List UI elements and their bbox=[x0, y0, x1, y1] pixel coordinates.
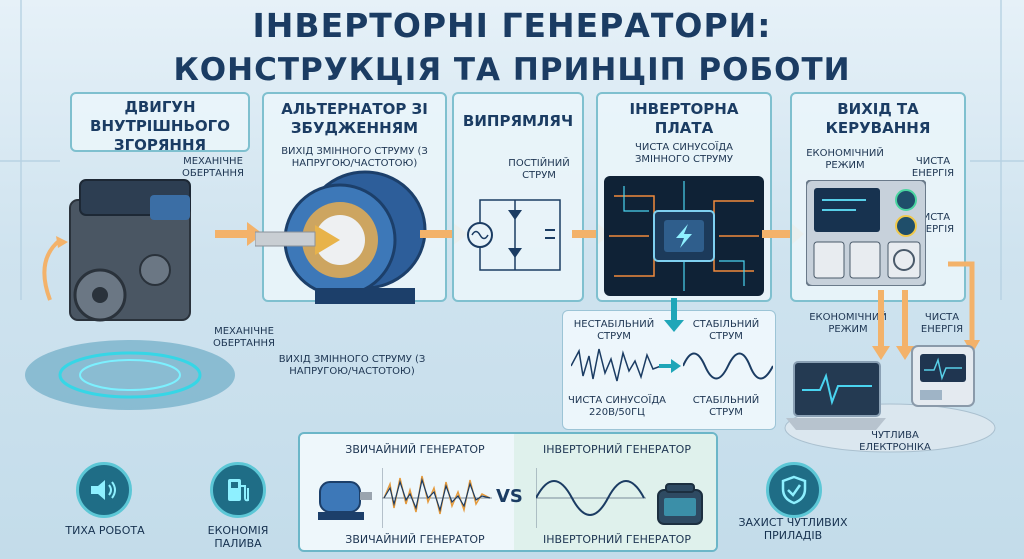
conventional-generator-icon bbox=[318, 481, 372, 520]
engine-rotation-label: МЕХАНІЧНЕ ОБЕРТАННЯ bbox=[181, 156, 245, 179]
rectifier-circuit bbox=[467, 199, 561, 271]
fuel-economy-label: ЕКОНОМІЯ ПАЛИВА bbox=[207, 524, 269, 550]
eco-mode-label: ЕКОНОМІЧНИЙ РЕЖИМ bbox=[806, 148, 884, 171]
inverter-chip bbox=[604, 176, 764, 296]
stable-wave bbox=[683, 352, 773, 380]
engine-rotation-label-2: МЕХАНІЧНЕ ОБЕРТАННЯ bbox=[212, 326, 276, 349]
inverter-panel: ІНВЕРТОРНА ПЛАТА ЧИСТА СИНУСОЇДА ЗМІННОГ… bbox=[596, 92, 772, 302]
vs-label: VS bbox=[496, 486, 523, 507]
bg-line bbox=[0, 160, 60, 162]
sensitive-electronics-label: ЧУТЛИВА ЕЛЕКТРОНІКА bbox=[859, 430, 931, 453]
device-protection-label: ЗАХИСТ ЧУТЛИВИХ ПРИЛАДІВ bbox=[738, 516, 848, 542]
stable-current-label: СТАБІЛЬНИЙ СТРУМ bbox=[692, 319, 760, 342]
alternator-title: АЛЬТЕРНАТОР ЗІ ЗБУДЖЕННЯМ bbox=[281, 100, 428, 137]
alternator-output-label: ВИХІД ЗМІННОГО СТРУМУ (З НАПРУГОЮ/ЧАСТОТ… bbox=[281, 146, 428, 169]
rectifier-panel: ВИПРЯМЛЯЧ ПОСТІЙНИЙ СТРУМ bbox=[452, 92, 584, 302]
comparison-box: ЗВИЧАЙНИЙ ГЕНЕРАТОР VS ЗВИЧАЙНИЙ ГЕНЕРАТ… bbox=[298, 432, 718, 552]
inverter-generator-icon bbox=[657, 483, 703, 525]
eco-mode-label-2: ЕКОНОМІЧНИЙ РЕЖИМ bbox=[809, 312, 887, 335]
rectifier-dc-label: ПОСТІЙНИЙ СТРУМ bbox=[508, 158, 570, 181]
page-title: ІНВЕРТОРНІ ГЕНЕРАТОРИ: bbox=[252, 6, 772, 45]
shield-check-icon bbox=[766, 462, 822, 518]
speaker-icon bbox=[76, 462, 132, 518]
output-panel: ВИХІД ТА КЕРУВАННЯ ЕКОНОМІЧНИЙ РЕЖИМ ЧИС… bbox=[790, 92, 966, 302]
clean-energy-label-3: ЧИСТА ЕНЕРГІЯ bbox=[920, 312, 964, 335]
bg-line bbox=[1000, 0, 1002, 300]
alternator-output-label-2: ВИХІД ЗМІННОГО СТРУМУ (З НАПРУГОЮ/ЧАСТОТ… bbox=[278, 354, 426, 377]
conventional-title: ЗВИЧАЙНИЙ ГЕНЕРАТОР bbox=[345, 443, 485, 456]
bg-line bbox=[970, 160, 1024, 162]
inverter-wave bbox=[536, 468, 646, 528]
sensitive-electronics-illustration bbox=[784, 345, 996, 453]
alternator-illustration bbox=[255, 170, 427, 304]
inverter-sine-label: ЧИСТА СИНУСОЇДА ЗМІННОГО СТРУМУ bbox=[635, 142, 733, 165]
stable-current-label-2: СТАБІЛЬНИЙ СТРУМ bbox=[692, 395, 760, 418]
control-panel-device bbox=[806, 180, 926, 286]
bg-line bbox=[20, 0, 22, 300]
inverter-title: ІНВЕРТОРНА ПЛАТА bbox=[629, 100, 739, 137]
output-title: ВИХІД ТА КЕРУВАННЯ bbox=[825, 100, 931, 137]
engine-illustration bbox=[25, 179, 235, 410]
rectifier-title: ВИПРЯМЛЯЧ bbox=[462, 112, 574, 130]
engine-panel: ДВИГУН ВНУТРІШНЬОГО ЗГОРЯННЯ bbox=[70, 92, 250, 154]
pure-sine-label: ЧИСТА СИНУСОЇДА 220В/50ГЦ bbox=[568, 395, 666, 418]
conventional-wave bbox=[382, 468, 492, 528]
inverter-gen-title-bottom: ІНВЕРТОРНИЙ ГЕНЕРАТОР bbox=[543, 533, 691, 546]
engine-title: ДВИГУН ВНУТРІШНЬОГО ЗГОРЯННЯ bbox=[90, 98, 230, 154]
page-subtitle: КОНСТРУКЦІЯ ТА ПРИНЦІП РОБОТИ bbox=[173, 52, 851, 88]
fuel-pump-icon bbox=[210, 462, 266, 518]
transform-arrow bbox=[659, 359, 681, 373]
inverter-gen-title: ІНВЕРТОРНИЙ ГЕНЕРАТОР bbox=[543, 443, 691, 456]
quiet-operation-label: ТИХА РОБОТА bbox=[65, 524, 145, 537]
waveform-box: НЕСТАБІЛЬНИЙ СТРУМ СТАБІЛЬНИЙ СТРУМ ЧИСТ… bbox=[562, 310, 776, 430]
clean-energy-label-2: ЧИСТА ЕНЕРГІЯ bbox=[911, 212, 955, 235]
conventional-title-bottom: ЗВИЧАЙНИЙ ГЕНЕРАТОР bbox=[345, 533, 485, 546]
inverter-down-arrow bbox=[664, 298, 684, 332]
clean-energy-label-1: ЧИСТА ЕНЕРГІЯ bbox=[911, 156, 955, 179]
unstable-wave bbox=[571, 348, 661, 382]
output-flow-arrows bbox=[872, 261, 980, 360]
unstable-current-label: НЕСТАБІЛЬНИЙ СТРУМ bbox=[573, 319, 655, 342]
